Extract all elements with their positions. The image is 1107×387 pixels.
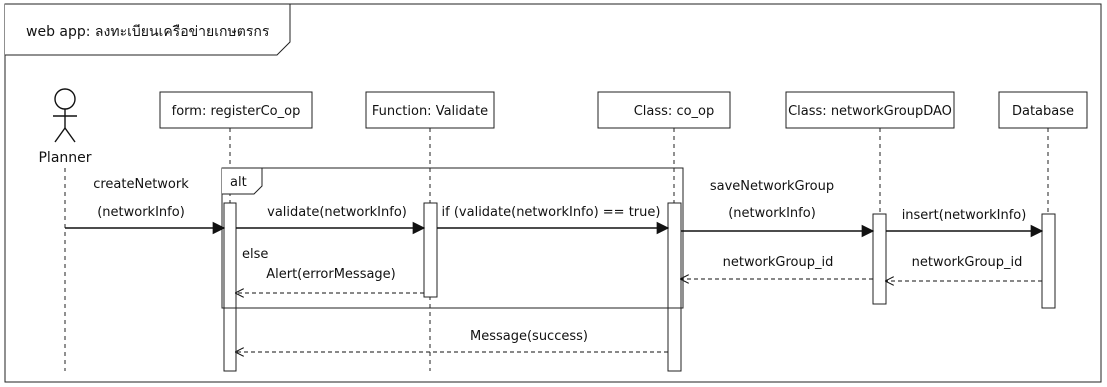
actor-head-icon xyxy=(54,88,76,110)
lifeline-label-validate: Function: Validate xyxy=(372,104,488,119)
lifeline-label-coop: Class: co_op xyxy=(634,104,715,119)
return-label-alert: Alert(errorMessage) xyxy=(266,267,396,282)
lifeline-label-form: form: registerCo_op xyxy=(172,104,301,119)
lifeline-head-dao xyxy=(785,91,955,129)
frame-title-tab xyxy=(5,3,291,56)
message-label-validate: validate(networkInfo) xyxy=(267,205,407,220)
message-label-create-network-args: (networkInfo) xyxy=(97,205,185,220)
message-label-save-network-group: saveNetworkGroup xyxy=(710,179,834,194)
alt-else-guard: else xyxy=(242,247,268,262)
activation-validate xyxy=(423,202,438,298)
return-label-message-success: Message(success) xyxy=(470,329,588,344)
lifeline-head-db xyxy=(998,91,1088,129)
frame-title: web app: ลงทะเบียนเครือข่ายเกษตรกร xyxy=(26,24,270,40)
diagram-frame xyxy=(4,3,1102,383)
lifeline-label-db: Database xyxy=(1012,104,1074,119)
message-label-create-network: createNetwork xyxy=(93,177,189,192)
lifeline-label-dao: Class: networkGroupDAO xyxy=(788,104,952,119)
activation-coop xyxy=(667,202,682,372)
actor-name: Planner xyxy=(38,150,91,166)
lifeline-head-validate xyxy=(365,91,495,129)
activation-db xyxy=(1041,213,1056,309)
message-label-if-validate: if (validate(networkInfo) == true) xyxy=(442,205,661,220)
actor-planner xyxy=(53,88,77,143)
alt-fragment-tab xyxy=(222,167,263,195)
lifeline-head-coop xyxy=(597,91,731,129)
alt-fragment xyxy=(221,167,684,309)
return-label-network-group-id-dao: networkGroup_id xyxy=(723,255,834,270)
lifeline-head-form xyxy=(159,91,313,129)
alt-operator: alt xyxy=(230,175,247,190)
return-label-network-group-id-db: networkGroup_id xyxy=(912,255,1023,270)
message-label-insert: insert(networkInfo) xyxy=(902,208,1027,223)
activation-form xyxy=(223,202,237,372)
message-label-save-network-group-args: (networkInfo) xyxy=(728,206,816,221)
activation-dao xyxy=(872,213,887,305)
